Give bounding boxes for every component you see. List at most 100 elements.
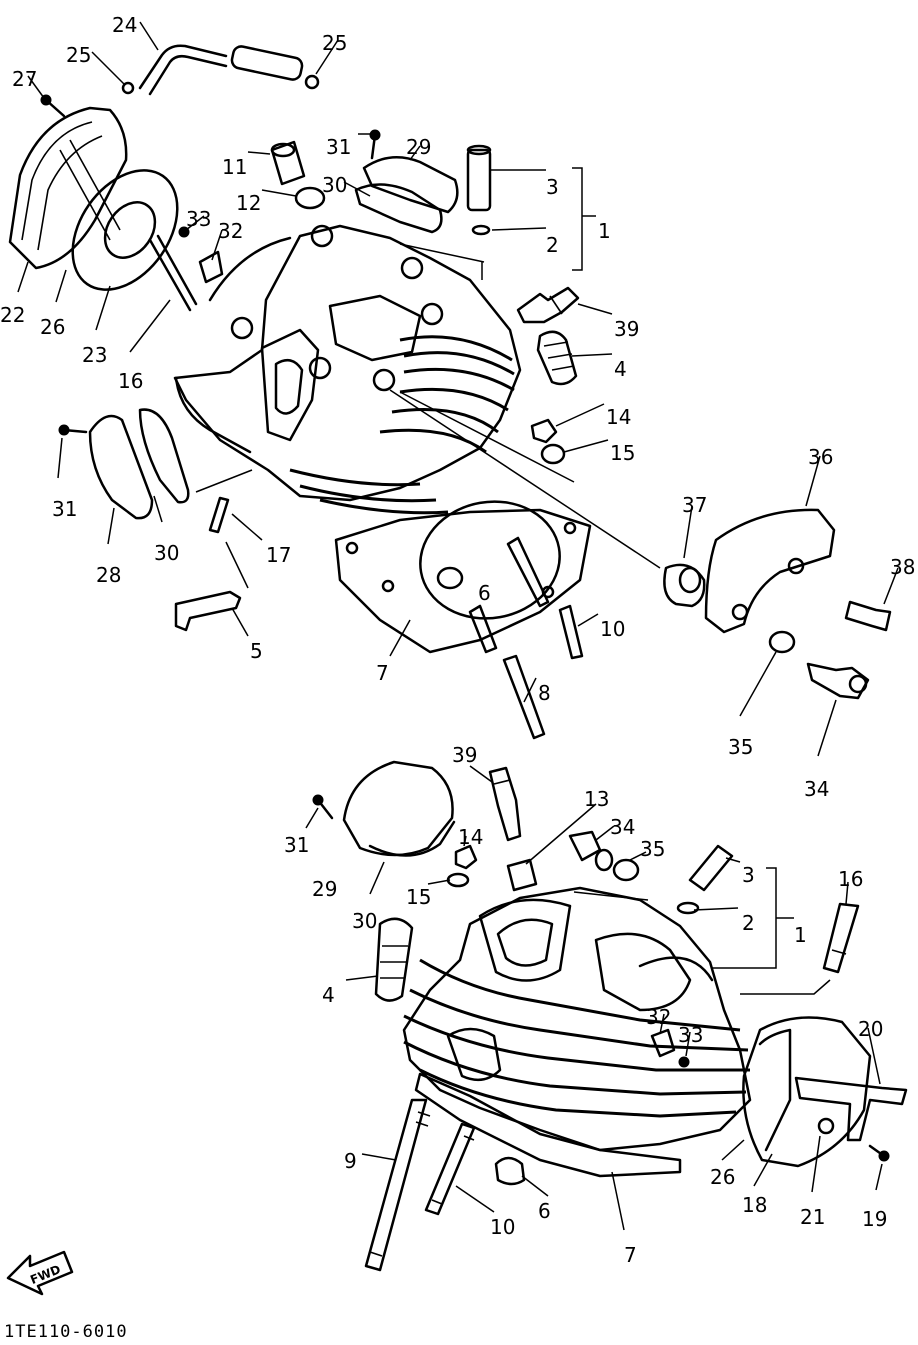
top-part-label-35: 35 xyxy=(728,735,753,759)
stud-10-rear xyxy=(424,1122,476,1216)
spark-plug-39 xyxy=(516,286,580,324)
top-part-label-34: 34 xyxy=(804,777,829,801)
bottom-leader-32 xyxy=(659,1013,665,1035)
bottom-leader-26 xyxy=(721,1139,745,1161)
valve-cover-side xyxy=(8,106,128,270)
head-gasket-7-rear xyxy=(414,1072,682,1178)
bottom-part-label-16: 16 xyxy=(838,867,863,891)
top-part-label-3: 3 xyxy=(546,175,559,199)
washer-35-bolt-34 xyxy=(768,630,870,700)
top-leader-16 xyxy=(129,299,171,353)
top-leader-37 xyxy=(683,505,693,559)
bottom-part-label-2: 2 xyxy=(742,911,755,935)
top-leader-38 xyxy=(883,567,899,605)
top-part-label-25: 25 xyxy=(66,43,91,67)
bottom-leader-35 xyxy=(629,851,647,861)
top-part-label-5: 5 xyxy=(250,639,263,663)
top-part-label-32: 32 xyxy=(218,219,243,243)
top-part-label-24: 24 xyxy=(112,13,137,37)
top-part-label-31: 31 xyxy=(326,135,351,159)
top-leader-14 xyxy=(555,403,605,427)
top-part-label-10: 10 xyxy=(600,617,625,641)
bottom-part-label-4: 4 xyxy=(322,983,335,1007)
bottom-part-label-10: 10 xyxy=(490,1215,515,1239)
bottom-part-label-9: 9 xyxy=(344,1149,357,1173)
top-part-label-29: 29 xyxy=(406,135,431,159)
top-leader-39 xyxy=(577,303,613,315)
top-leader-15 xyxy=(563,439,609,453)
top-leader-32 xyxy=(211,229,223,261)
top-part-label-39: 39 xyxy=(614,317,639,341)
top-part-label-33: 33 xyxy=(186,207,211,231)
spring-4 xyxy=(536,330,578,386)
top-leader-17 xyxy=(231,513,263,541)
valve-guide-3-rear xyxy=(676,844,734,915)
head-gasket-7 xyxy=(334,500,592,654)
bottom-leader-3 xyxy=(725,857,741,863)
bottom-leader-31 xyxy=(305,807,319,829)
top-part-label-36: 36 xyxy=(808,445,833,469)
top-leader-24 xyxy=(139,21,159,51)
top-leader-7 xyxy=(389,619,411,657)
front-cylinder-head-assembly xyxy=(8,44,892,740)
bottom-part-label-18: 18 xyxy=(742,1193,767,1217)
valve-guide-3 xyxy=(466,144,492,236)
fitting-11-washer-12 xyxy=(270,140,326,210)
top-leader-29 xyxy=(409,145,421,161)
top-leader-36 xyxy=(805,455,821,507)
bolt-34-washer-35-rear xyxy=(568,830,640,882)
bottom-leader-9 xyxy=(361,1153,397,1161)
bolt-16-rear xyxy=(822,902,860,974)
top-part-label-37: 37 xyxy=(682,493,707,517)
cover-gasket-plate xyxy=(71,169,198,312)
bottom-leader-7 xyxy=(611,1171,625,1231)
top-part-label-14: 14 xyxy=(606,405,631,429)
bottom-part-label-29: 29 xyxy=(312,877,337,901)
top-part-label-28: 28 xyxy=(96,563,121,587)
top-leader-10 xyxy=(577,613,599,627)
side-cover-28 xyxy=(58,408,190,520)
bottom-part-label-34: 34 xyxy=(610,815,635,839)
top-leader-34 xyxy=(817,699,837,757)
bottom-leader-21 xyxy=(811,1135,821,1193)
bottom-leader-14 xyxy=(463,835,467,847)
top-part-label-12: 12 xyxy=(236,191,261,215)
bolts-32-33 xyxy=(178,226,224,284)
front-direction-arrow: FWD xyxy=(6,1250,74,1296)
cam-cap-rear xyxy=(312,760,456,857)
top-part-label-25: 25 xyxy=(322,31,347,55)
bottom-leader-13 xyxy=(525,803,597,865)
top-part-label-4: 4 xyxy=(614,357,627,381)
top-leader-28 xyxy=(107,507,115,545)
bottom-part-label-39: 39 xyxy=(452,743,477,767)
bottom-part-label-21: 21 xyxy=(800,1205,825,1229)
top-part-label-26: 26 xyxy=(40,315,65,339)
bolt-38 xyxy=(844,600,892,632)
top-leader-25 xyxy=(315,39,339,75)
top-part-label-6: 6 xyxy=(478,581,491,605)
cam-cap-29-30 xyxy=(354,129,459,234)
bottom-part-label-31: 31 xyxy=(284,833,309,857)
bottom-part-label-15: 15 xyxy=(406,885,431,909)
engine-bracket-36 xyxy=(704,508,836,634)
bottom-part-label-7: 7 xyxy=(624,1243,637,1267)
bottom-leader-18 xyxy=(753,1153,773,1187)
spark-plug-39-rear xyxy=(488,766,522,842)
top-leader-33 xyxy=(185,215,205,231)
top-leader-5 xyxy=(231,607,249,637)
top-part-label-30: 30 xyxy=(322,173,347,197)
top-part-label-1: 1 xyxy=(598,219,611,243)
top-leader-27 xyxy=(27,75,45,99)
top-part-label-38: 38 xyxy=(890,555,915,579)
bottom-part-label-13: 13 xyxy=(584,787,609,811)
side-cover-18-rear xyxy=(742,1016,908,1168)
top-leader-2 xyxy=(491,227,547,231)
stud-9 xyxy=(364,1098,431,1272)
top-part-label-11: 11 xyxy=(222,155,247,179)
bottom-part-label-3: 3 xyxy=(742,863,755,887)
cylinder-head-body-bottom xyxy=(402,886,752,1152)
top-leader-4 xyxy=(571,353,613,357)
top-part-label-17: 17 xyxy=(266,543,291,567)
